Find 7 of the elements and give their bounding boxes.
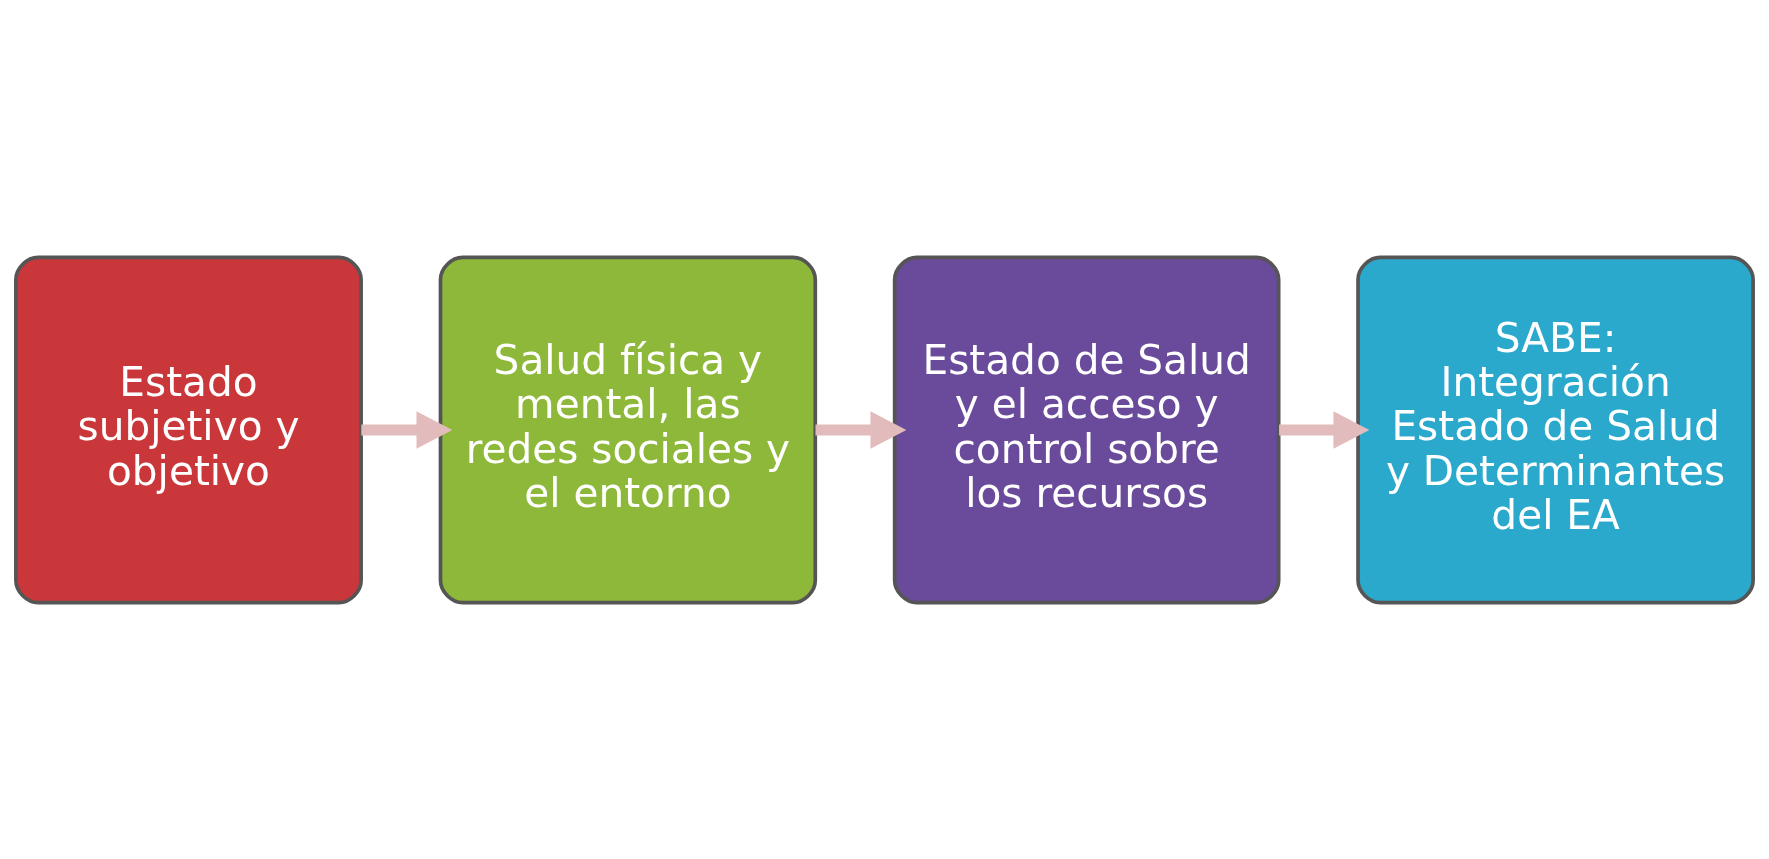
node-box: Estado de Salud y el acceso y control sobre los recursos <box>892 255 1281 604</box>
node-box: SABE: Integración Estado de Salud y Determinantes del EA <box>1356 255 1755 604</box>
arrow <box>1279 410 1370 449</box>
arrow <box>361 410 453 449</box>
node-box: Estado subjetivo y objetivo <box>14 255 363 604</box>
arrow <box>815 410 907 449</box>
node-box: Salud física y mental, las redes sociales y el entorno <box>438 255 818 604</box>
